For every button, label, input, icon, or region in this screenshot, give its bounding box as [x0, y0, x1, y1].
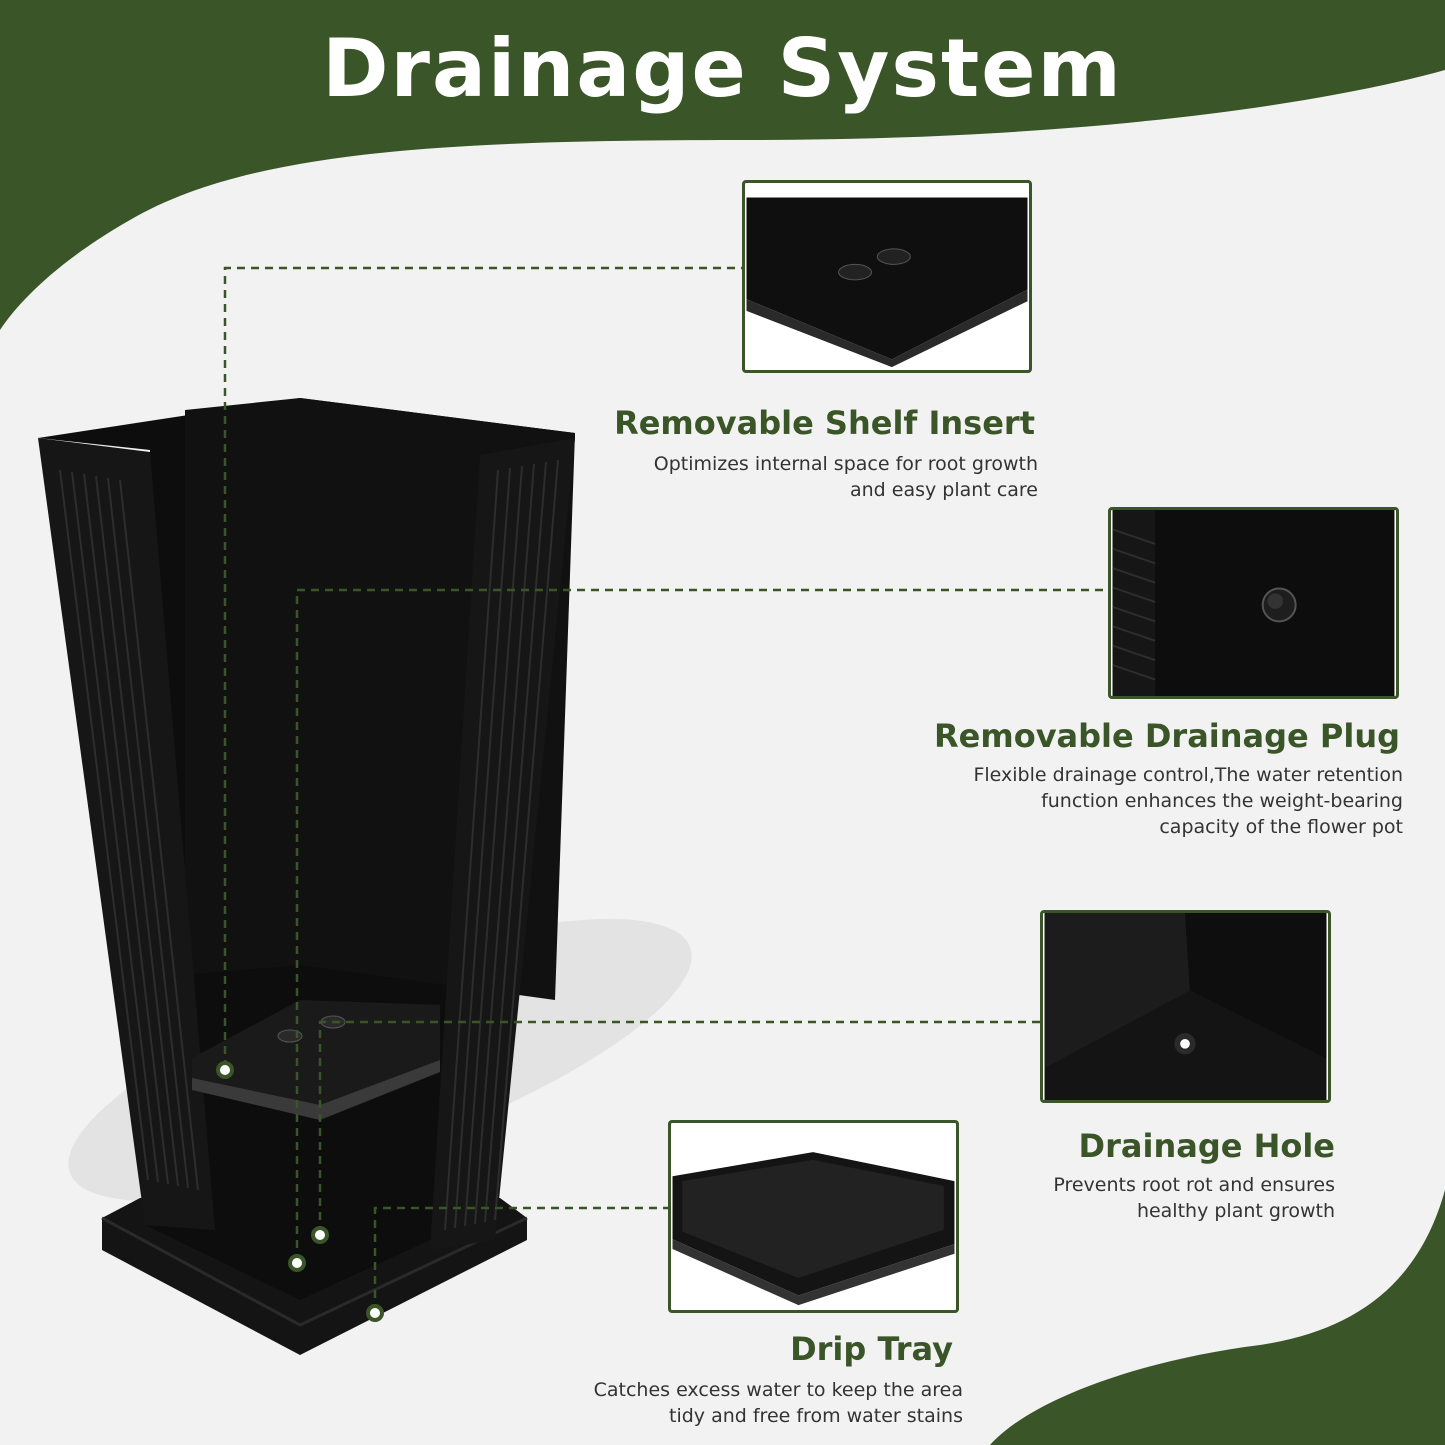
feature-desc-drainage-hole: Prevents root rot and ensures healthy pl…	[1053, 1172, 1335, 1224]
feature-desc-line: and easy plant care	[850, 479, 1038, 501]
feature-desc-drainage-plug: Flexible drainage control,The water rete…	[973, 762, 1403, 840]
feature-desc-line: Optimizes internal space for root growth	[653, 453, 1038, 475]
feature-desc-line: capacity of the flower pot	[1159, 816, 1403, 838]
feature-desc-line: function enhances the weight-bearing	[1041, 790, 1403, 812]
feature-desc-line: Flexible drainage control,The water rete…	[973, 764, 1403, 786]
drainage-hole-photo	[1040, 910, 1331, 1103]
feature-desc-line: Catches excess water to keep the area	[593, 1379, 963, 1401]
drainage-hole-icon	[1044, 913, 1327, 1100]
feature-title-drip-tray: Drip Tray	[790, 1330, 953, 1368]
feature-desc-drip-tray: Catches excess water to keep the area ti…	[594, 1377, 963, 1429]
feature-desc-shelf-insert: Optimizes internal space for root growth…	[654, 451, 1038, 503]
feature-title-drainage-plug: Removable Drainage Plug	[934, 717, 1400, 755]
feature-desc-line: tidy and free from water stains	[669, 1405, 963, 1427]
feature-title-drainage-hole: Drainage Hole	[1078, 1127, 1335, 1165]
feature-desc-line: Prevents root rot and ensures	[1053, 1174, 1335, 1196]
drip-tray-photo	[668, 1120, 959, 1313]
drainage-plug-photo	[1108, 507, 1399, 699]
feature-title-shelf-insert: Removable Shelf Insert	[614, 404, 1035, 442]
feature-desc-line: healthy plant growth	[1136, 1200, 1335, 1222]
drip-tray-icon	[672, 1123, 955, 1310]
page-title: Drainage System	[322, 22, 1123, 115]
drainage-plug-icon	[1112, 510, 1395, 696]
shelf-insert-icon	[746, 183, 1028, 370]
shelf-insert-photo	[742, 180, 1032, 373]
